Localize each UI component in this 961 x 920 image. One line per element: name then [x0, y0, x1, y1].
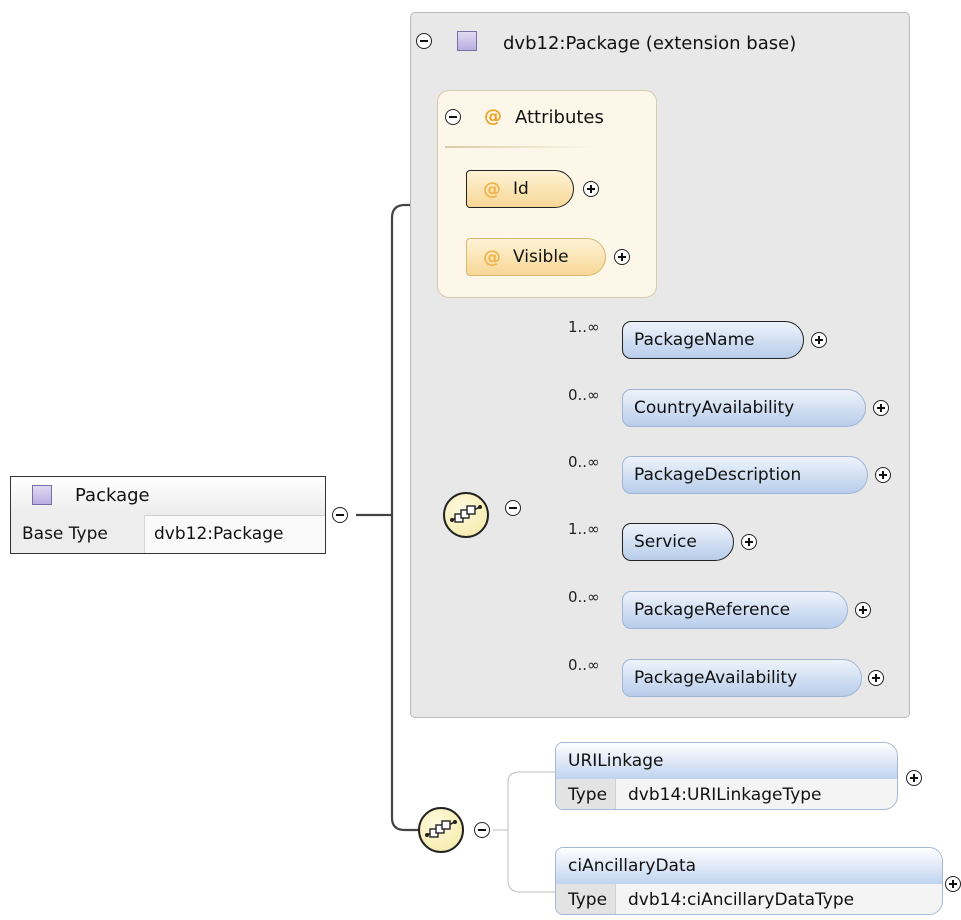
- occurs-label: 1..∞: [568, 520, 600, 538]
- complex-type-icon: [32, 485, 52, 505]
- expand-service-toggle[interactable]: [741, 534, 757, 550]
- root-element-header: [11, 477, 325, 516]
- connector-to-lower-sequence: [390, 515, 420, 832]
- attribute-id[interactable]: @ Id: [466, 170, 574, 208]
- element-name: ciAncillaryData: [556, 848, 942, 884]
- connector-ciancillarydata: [507, 830, 555, 893]
- attribute-icon: @: [483, 246, 501, 268]
- collapse-sequence-toggle[interactable]: [474, 822, 490, 838]
- expand-countryavailability-toggle[interactable]: [873, 400, 889, 416]
- collapse-root-toggle[interactable]: [332, 507, 348, 523]
- element-countryavailability[interactable]: CountryAvailability: [622, 389, 866, 427]
- element-urilinkage[interactable]: URILinkage Type dvb14:URILinkageType: [555, 742, 898, 810]
- attributes-title: Attributes: [515, 107, 604, 128]
- expand-id-toggle[interactable]: [583, 181, 599, 197]
- attribute-icon: @: [484, 106, 502, 127]
- type-value: dvb14:ciAncillaryDataType: [628, 890, 855, 910]
- occurs-label: 0..∞: [568, 386, 600, 404]
- element-packageavailability[interactable]: PackageAvailability: [622, 659, 862, 697]
- attribute-name: Visible: [513, 247, 569, 267]
- sequence-compositor[interactable]: [418, 807, 464, 853]
- occurs-label: 1..∞: [568, 318, 600, 336]
- element-name: URILinkage: [556, 743, 897, 779]
- element-ciancillarydata[interactable]: ciAncillaryData Type dvb14:ciAncillaryDa…: [555, 847, 943, 915]
- expand-packageavailability-toggle[interactable]: [868, 670, 884, 686]
- root-element-package[interactable]: Package Base Type dvb12:Package: [10, 476, 326, 554]
- type-label: Type: [556, 884, 616, 914]
- extension-base-title: dvb12:Package (extension base): [503, 33, 797, 54]
- expand-packagename-toggle[interactable]: [811, 332, 827, 348]
- expand-ciancillarydata-toggle[interactable]: [945, 876, 961, 892]
- expand-packagereference-toggle[interactable]: [855, 602, 871, 618]
- base-type-label: Base Type: [11, 515, 145, 553]
- collapse-attributes-toggle[interactable]: [445, 109, 461, 125]
- connector-urilinkage: [493, 771, 555, 831]
- sequence-icon: [450, 505, 482, 523]
- element-packagename[interactable]: PackageName: [622, 321, 804, 359]
- sequence-compositor[interactable]: [443, 492, 489, 538]
- connector-to-extension: [356, 203, 437, 517]
- attribute-name: Id: [513, 179, 529, 199]
- occurs-label: 0..∞: [568, 588, 600, 606]
- attribute-icon: @: [483, 178, 501, 200]
- element-packagereference[interactable]: PackageReference: [622, 591, 848, 629]
- element-service[interactable]: Service: [622, 523, 734, 561]
- complex-type-icon: [457, 31, 477, 51]
- collapse-extension-toggle[interactable]: [416, 33, 432, 49]
- expand-packagedescription-toggle[interactable]: [875, 467, 891, 483]
- occurs-label: 0..∞: [568, 656, 600, 674]
- type-label: Type: [556, 779, 616, 809]
- base-type-value: dvb12:Package: [154, 524, 284, 544]
- type-value: dvb14:URILinkageType: [628, 785, 822, 805]
- expand-visible-toggle[interactable]: [614, 249, 630, 265]
- element-packagedescription[interactable]: PackageDescription: [622, 456, 868, 494]
- sequence-icon: [425, 820, 457, 838]
- attributes-divider: [445, 146, 595, 148]
- collapse-sequence-toggle[interactable]: [505, 500, 521, 516]
- root-element-name: Package: [75, 485, 150, 506]
- attribute-visible[interactable]: @ Visible: [466, 238, 606, 276]
- expand-urilinkage-toggle[interactable]: [906, 770, 922, 786]
- occurs-label: 0..∞: [568, 453, 600, 471]
